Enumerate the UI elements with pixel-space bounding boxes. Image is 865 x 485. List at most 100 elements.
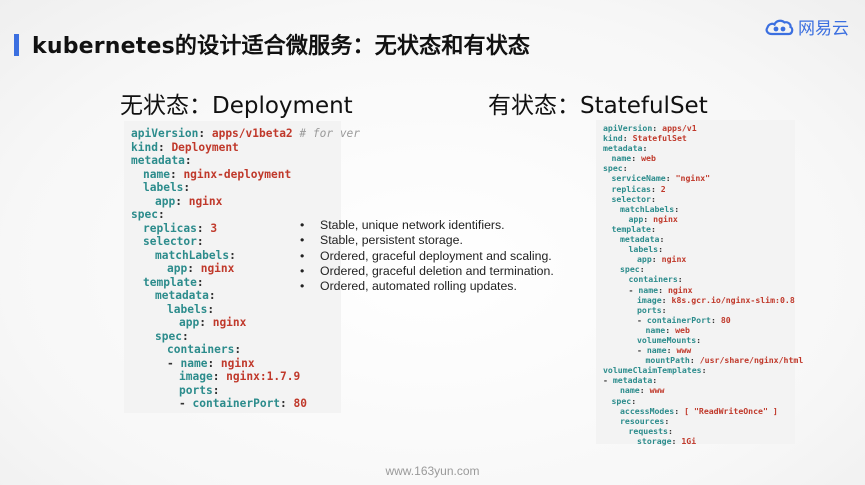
yaml-value: www (671, 345, 692, 356)
statefulset_yaml-line: - name: www (637, 345, 692, 356)
yaml-key: template (143, 275, 197, 289)
yaml-key: volumeMounts (637, 334, 697, 345)
deployment_yaml-line: - containerPort: 80 (179, 397, 308, 410)
yaml-key: app (179, 316, 200, 329)
yaml-key: name (143, 167, 170, 181)
footer-url: www.163yun.com (385, 464, 480, 478)
yaml-key: requests (628, 425, 668, 436)
yaml-key: name (611, 153, 632, 164)
statefulset_yaml-line: replicas: 2 (611, 183, 666, 194)
yaml-key: apiVersion (131, 127, 199, 140)
statefulset_yaml-line: mountPath: /usr/share/nginx/html (645, 355, 804, 366)
yaml-key: name (180, 356, 208, 370)
statefulset_yaml-line: app: nginx (637, 254, 687, 265)
yaml-value: [ "ReadWriteOnce" ] (679, 405, 778, 416)
yaml-value: 80 (286, 397, 308, 410)
statefulset_yaml-line: accessModes: [ "ReadWriteOnce" ] (620, 405, 778, 416)
yaml-key: containers (628, 274, 678, 285)
feature-item: Stable, unique network identifiers. (300, 218, 554, 234)
yaml-key: selector (611, 193, 651, 204)
yaml-dash: - (167, 356, 181, 370)
yaml-key: template (611, 223, 651, 234)
yaml-key: labels (628, 244, 659, 255)
statefulset_yaml-line: spec: (603, 163, 628, 174)
title-accent-bar (14, 34, 19, 56)
yaml-key: metadata (612, 375, 653, 386)
yaml-key: name (645, 324, 666, 335)
yaml-key: ports (637, 304, 662, 315)
yaml-key: spec (611, 395, 632, 406)
deployment_yaml-line: ports: (179, 383, 220, 397)
yaml-key: metadata (620, 234, 660, 245)
yaml-value: StatefulSet (627, 133, 687, 144)
yaml-dash: - (179, 397, 193, 410)
statefulset_yaml-line: name: web (611, 153, 656, 164)
yaml-value: nginx (205, 316, 247, 329)
yaml-key: matchLabels (620, 203, 675, 214)
yaml-dash: - (637, 345, 647, 356)
statefulset_yaml-line: metadata: (620, 234, 665, 245)
deployment_yaml-line: labels: (167, 302, 215, 316)
yaml-key: app (628, 213, 644, 224)
yaml-key: storage (637, 435, 672, 446)
statefulset_yaml-line: apiVersion: apps/v1 (603, 123, 697, 133)
yaml-value: nginx (663, 284, 693, 295)
yaml-key: image (637, 294, 662, 305)
yaml-key: labels (143, 181, 184, 194)
feature-item: Ordered, automated rolling updates. (300, 279, 554, 295)
yaml-key: serviceName (611, 173, 666, 184)
yaml-key: resources (620, 415, 665, 426)
yaml-key: replicas (143, 221, 197, 235)
deployment_yaml-line: app: nginx (155, 194, 223, 208)
statefulset_yaml-line: selector: (611, 193, 656, 204)
deployment-heading: 无状态：Deployment (120, 93, 353, 119)
yaml-key: name (638, 284, 659, 295)
yaml-key: app (155, 194, 176, 208)
yaml-value: nginx (648, 213, 678, 224)
yaml-key: image (179, 370, 213, 383)
deployment_yaml-line: spec: (155, 329, 189, 343)
yaml-key: ports (179, 383, 213, 397)
yaml-key: spec (131, 208, 158, 221)
yaml-key: replicas (611, 183, 651, 194)
yaml-value: nginx-deployment (176, 167, 292, 181)
statefulset_yaml-line: volumeMounts: (637, 334, 702, 345)
deployment_yaml-line: metadata: (131, 154, 192, 167)
statefulset_yaml-line: ports: (637, 304, 667, 315)
yaml-key: selector (143, 235, 197, 248)
deployment_yaml-line: app: nginx (167, 262, 235, 275)
deployment_yaml-line: replicas: 3 (143, 221, 218, 235)
yaml-value: nginx (193, 262, 235, 275)
yaml-value: 1Gi (676, 435, 697, 446)
statefulset_yaml-line: volumeClaimTemplates: (603, 365, 707, 376)
yaml-value: Deployment (164, 140, 239, 154)
yaml-value: www (644, 385, 665, 396)
logo-text: 网易云 (798, 19, 849, 39)
statefulset_yaml-line: template: (611, 223, 656, 234)
deployment_yaml-line: image: nginx:1.7.9 (179, 370, 301, 383)
yaml-key: spec (620, 264, 640, 275)
statefulset_yaml-line: matchLabels: (620, 203, 680, 214)
statefulset_yaml-line: - containerPort: 80 (637, 314, 731, 325)
feature-item: Ordered, graceful deployment and scaling… (300, 249, 554, 265)
statefulset_yaml-line: requests: (628, 425, 673, 436)
yaml-key: metadata (603, 143, 643, 154)
yaml-key: volumeClaimTemplates (603, 365, 702, 376)
yaml-value: nginx (181, 194, 223, 208)
deployment_yaml-line: kind: Deployment (131, 140, 239, 154)
statefulset-heading: 有状态：StatefulSet (488, 93, 708, 119)
yaml-key: accessModes (620, 405, 675, 416)
deployment_yaml-line: containers: (167, 343, 242, 356)
statefulset_yaml-line: image: k8s.gcr.io/nginx-slim:0.8 (637, 294, 795, 305)
yaml-key: kind (603, 133, 623, 144)
feature-item: Stable, persistent storage. (300, 233, 554, 249)
deployment_yaml-line: labels: (143, 181, 191, 194)
yaml-dash: - (637, 314, 647, 325)
yaml-key: app (637, 254, 652, 265)
yaml-key: metadata (155, 289, 209, 302)
yaml-key: spec (155, 329, 182, 343)
yaml-dash: - (603, 375, 613, 386)
statefulset_yaml-line: kind: StatefulSet (603, 133, 687, 144)
statefulset_yaml-line: spec: (611, 395, 637, 406)
